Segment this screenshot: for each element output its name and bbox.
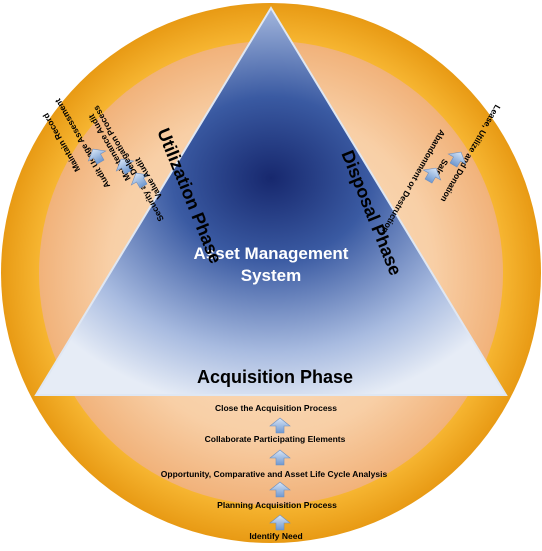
acquisition-step: Close the Acquisition Process — [215, 403, 337, 413]
management-triangle — [34, 6, 508, 396]
acquisition-step: Opportunity, Comparative and Asset Life … — [161, 469, 388, 479]
acquisition-step: Planning Acquisition Process — [217, 500, 337, 510]
center-title-line1: Asset Management — [194, 244, 349, 263]
acquisition-steps: Close the Acquisition Process Collaborat… — [161, 403, 388, 541]
acquisition-phase-label: Acquisition Phase — [197, 367, 353, 387]
acquisition-step: Identify Need — [249, 531, 302, 541]
center-title-line2: System — [241, 266, 301, 285]
acquisition-step: Collaborate Participating Elements — [205, 434, 346, 444]
